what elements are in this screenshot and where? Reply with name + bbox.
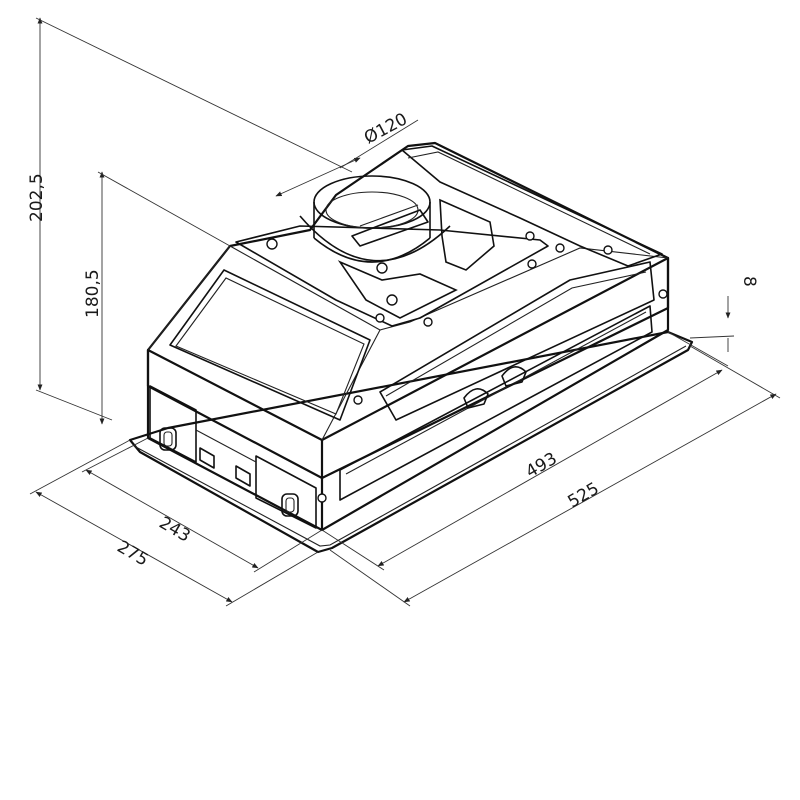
front-face	[146, 348, 324, 532]
front-cutout-left	[149, 385, 197, 463]
dim-width-inner: 493	[523, 449, 561, 483]
dim-depth-inner: 243	[156, 513, 194, 547]
side-panel-lower	[339, 305, 653, 501]
dimension-lines	[29, 17, 781, 607]
front-latches	[159, 427, 299, 517]
body-outline	[146, 141, 670, 480]
motor-housing	[401, 145, 663, 267]
dim-duct-diameter: Ø120	[361, 109, 411, 148]
dim-depth-outer: 275	[114, 537, 152, 571]
side-panel-upper	[379, 261, 655, 421]
top-panel-right	[439, 198, 495, 271]
duct-collar	[299, 175, 451, 263]
top-cap	[235, 225, 549, 327]
dim-width-outer: 525	[565, 479, 603, 513]
dim-overall-height: 202,5	[27, 173, 47, 222]
hood-body	[128, 141, 694, 554]
screws	[266, 231, 668, 503]
dim-body-height: 180,5	[83, 269, 103, 318]
front-window	[169, 269, 371, 421]
front-cutout-right	[255, 455, 317, 529]
dim-flange-thickness: 8	[739, 276, 759, 287]
top-panel-left	[337, 260, 458, 319]
